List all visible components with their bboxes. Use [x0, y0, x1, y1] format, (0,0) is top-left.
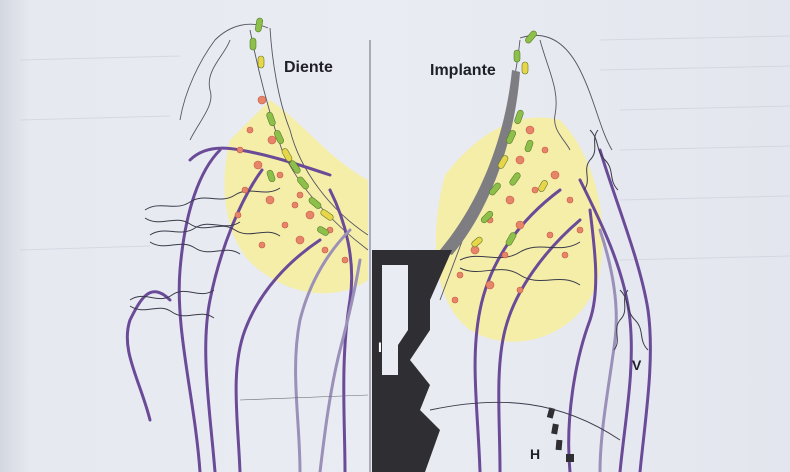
tooth-label: Diente	[284, 59, 333, 77]
background-texture	[20, 36, 790, 260]
h-arc-line	[430, 402, 620, 440]
implant-marker-label: I	[378, 339, 382, 355]
horizontal-marker-label: H	[530, 446, 540, 462]
tooth-horizontal-line	[240, 395, 368, 400]
implant-label: Implante	[430, 62, 496, 80]
vessel-tooth-5	[127, 292, 170, 420]
vessel-marker-label: V	[632, 357, 641, 373]
